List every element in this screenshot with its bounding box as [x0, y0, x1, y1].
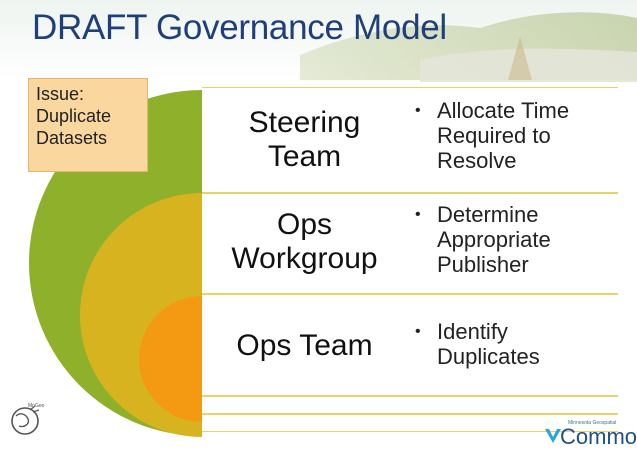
commons-v-icon	[545, 429, 561, 443]
team-label-line: Steering	[248, 106, 361, 139]
commons-logo: Minnesota Geospatial Commons	[544, 418, 637, 449]
bullet-line: Resolve	[437, 148, 517, 173]
mngeo-logo-icon: MnGeo	[11, 403, 45, 435]
bullet-line: Allocate Time	[437, 98, 570, 123]
ops-workgroup-row: Ops Workgroup • Determine Appropriate Pu…	[202, 193, 618, 294]
mngeo-logo-text: MnGeo	[28, 403, 45, 409]
ops-workgroup-label: Ops Workgroup	[202, 208, 407, 276]
bullet-line: Determine	[437, 202, 539, 227]
steering-team-bullet: • Allocate Time Required to Resolve	[415, 98, 615, 173]
ops-team-label: Ops Team	[202, 329, 407, 363]
team-label-line: Ops Team	[236, 329, 373, 362]
ops-team-ring	[139, 296, 202, 422]
steering-team-row: Steering Team • Allocate Time Required t…	[202, 87, 618, 193]
issue-text-line-2: Datasets	[36, 128, 108, 148]
ops-team-row: Ops Team • Identify Duplicates	[202, 294, 618, 396]
empty-row	[202, 414, 618, 432]
bullet-line: Required to	[437, 123, 551, 148]
bullet-line: Publisher	[437, 252, 529, 277]
team-label-line: Workgroup	[231, 242, 378, 275]
commons-wordmark: Commons	[560, 424, 637, 449]
commons-subtitle: Minnesota Geospatial	[568, 420, 617, 426]
bullet-line: Identify	[437, 319, 508, 344]
empty-row	[202, 396, 618, 414]
issue-label: Issue:	[36, 84, 85, 104]
bullet-icon: •	[415, 323, 421, 340]
issue-box: Issue: Duplicate Datasets	[28, 78, 148, 172]
ops-team-bullet: • Identify Duplicates	[415, 319, 615, 369]
bullet-line: Duplicates	[437, 344, 540, 369]
steering-team-label: Steering Team	[202, 106, 407, 174]
issue-text-line-1: Duplicate	[36, 106, 112, 126]
team-label-line: Ops	[276, 208, 333, 241]
bullet-line: Appropriate	[437, 227, 551, 252]
bullet-icon: •	[415, 206, 421, 223]
team-label-line: Team	[267, 140, 342, 173]
ops-workgroup-bullet: • Determine Appropriate Publisher	[415, 202, 615, 277]
page-title: DRAFT Governance Model	[32, 8, 447, 47]
bullet-icon: •	[415, 102, 421, 119]
